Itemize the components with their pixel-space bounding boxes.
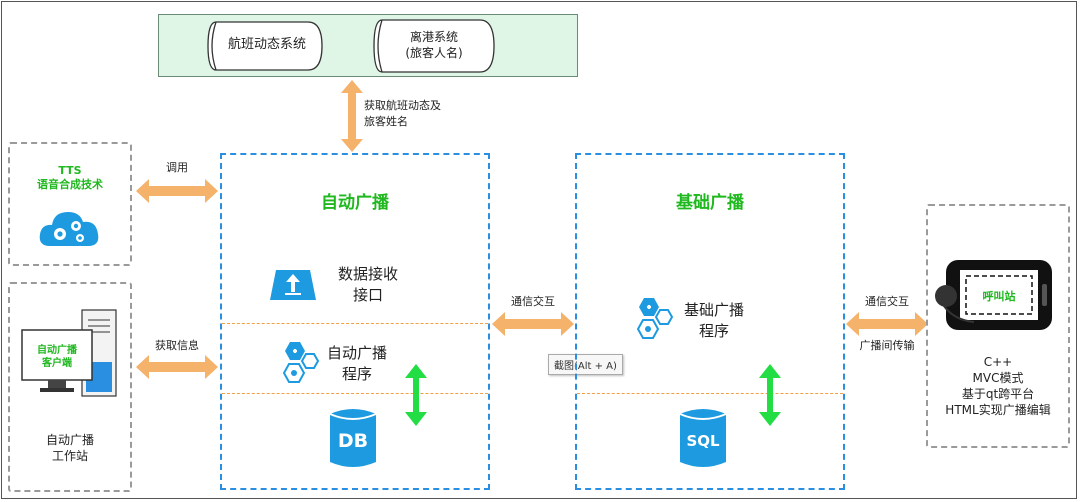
auto-broadcast-program: 自动广播 程序 [326,344,387,383]
auto-db-sync-arrow [405,364,427,426]
tts-call-label: 调用 [166,161,188,174]
workstation-computer-icon [21,309,117,397]
cloud-gears-icon [39,212,99,246]
call-station-box [926,204,1070,448]
base-broadcast-box [575,153,845,490]
sql-database-icon [679,409,727,467]
auto-divider-1 [222,323,488,324]
auto-broadcast-box [220,153,490,490]
auto-broadcast-title: 自动广播 [321,193,389,213]
data-receive-interface: 数据接收 接口 [337,265,398,304]
tts-title: TTS 语音合成技术 [37,164,103,191]
call-station-screen-label: 呼叫站 [982,290,1016,303]
comm-arrow-middle [492,312,574,336]
auto-program-hex-icon [282,342,320,383]
workstation-screen-label: 自动广播 客户端 [37,345,77,369]
comm-arrow-right [846,312,928,336]
auto-divider-2 [222,393,488,394]
scroll-shapes [207,19,495,73]
base-program-hex-icon [636,298,674,339]
base-divider [577,393,843,394]
sql-label: SQL [686,432,720,450]
flight-info-arrow-label: 获取航班动态及 旅客姓名 [364,99,441,128]
screenshot-tooltip: 截图(Alt + A) [548,354,623,375]
upload-interface-icon [270,270,316,300]
comm-label-right: 通信交互 [865,295,909,308]
base-db-sync-arrow [759,364,781,426]
comm-label-middle: 通信交互 [511,295,555,308]
departure-system: 离港系统 (旅客人名) [405,30,463,60]
database-icon [329,409,377,467]
tts-call-arrow [136,179,218,203]
call-station-device-icon [935,260,1052,330]
base-broadcast-program: 基础广播 程序 [683,301,744,340]
workstation-caption: 自动广播 工作站 [45,433,94,463]
workstation-box [8,282,132,492]
get-info-arrow [136,355,218,379]
call-station-specs: C++ MVC模式 基于qt跨平台 HTML实现广播编辑 [945,355,1051,417]
base-broadcast-title: 基础广播 [676,193,744,213]
broadcast-room-transfer-label: 广播间传输 [859,339,915,352]
tts-box [8,142,132,266]
db-label: DB [337,430,369,452]
flight-info-arrow [341,80,363,152]
flight-dynamic-system: 航班动态系统 [227,37,306,52]
get-info-label: 获取信息 [155,339,199,352]
